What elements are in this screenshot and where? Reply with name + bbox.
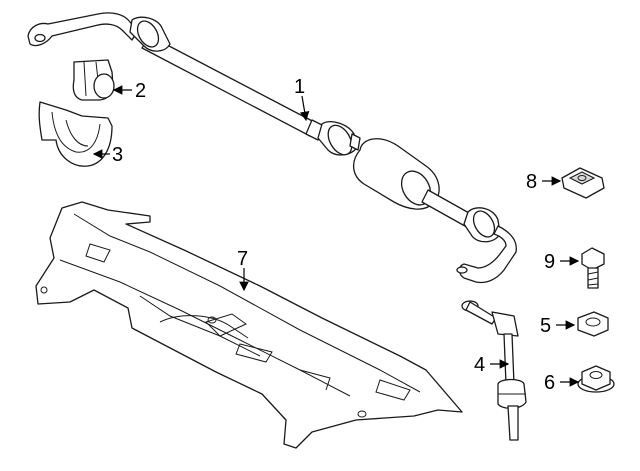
callout-8: 8 <box>526 171 537 193</box>
callout-3: 3 <box>112 144 123 166</box>
bolt-9 <box>581 247 605 289</box>
stabilizer-link-4 <box>461 300 527 441</box>
nut-6 <box>577 365 615 393</box>
callout-9: 9 <box>544 251 555 273</box>
callout-7: 7 <box>237 248 248 270</box>
callout-4: 4 <box>474 354 485 376</box>
callout-5: 5 <box>540 315 551 337</box>
callout-6: 6 <box>544 372 555 394</box>
nut-5 <box>577 311 609 337</box>
callout-leaders <box>92 85 580 387</box>
crossmember-7 <box>35 201 463 449</box>
stabilizer-bar <box>27 12 517 284</box>
callout-2: 2 <box>135 80 146 102</box>
bracket-3 <box>38 101 113 167</box>
callout-1: 1 <box>294 76 305 98</box>
clip-nut-8 <box>561 167 605 199</box>
bushing-2 <box>72 59 115 101</box>
